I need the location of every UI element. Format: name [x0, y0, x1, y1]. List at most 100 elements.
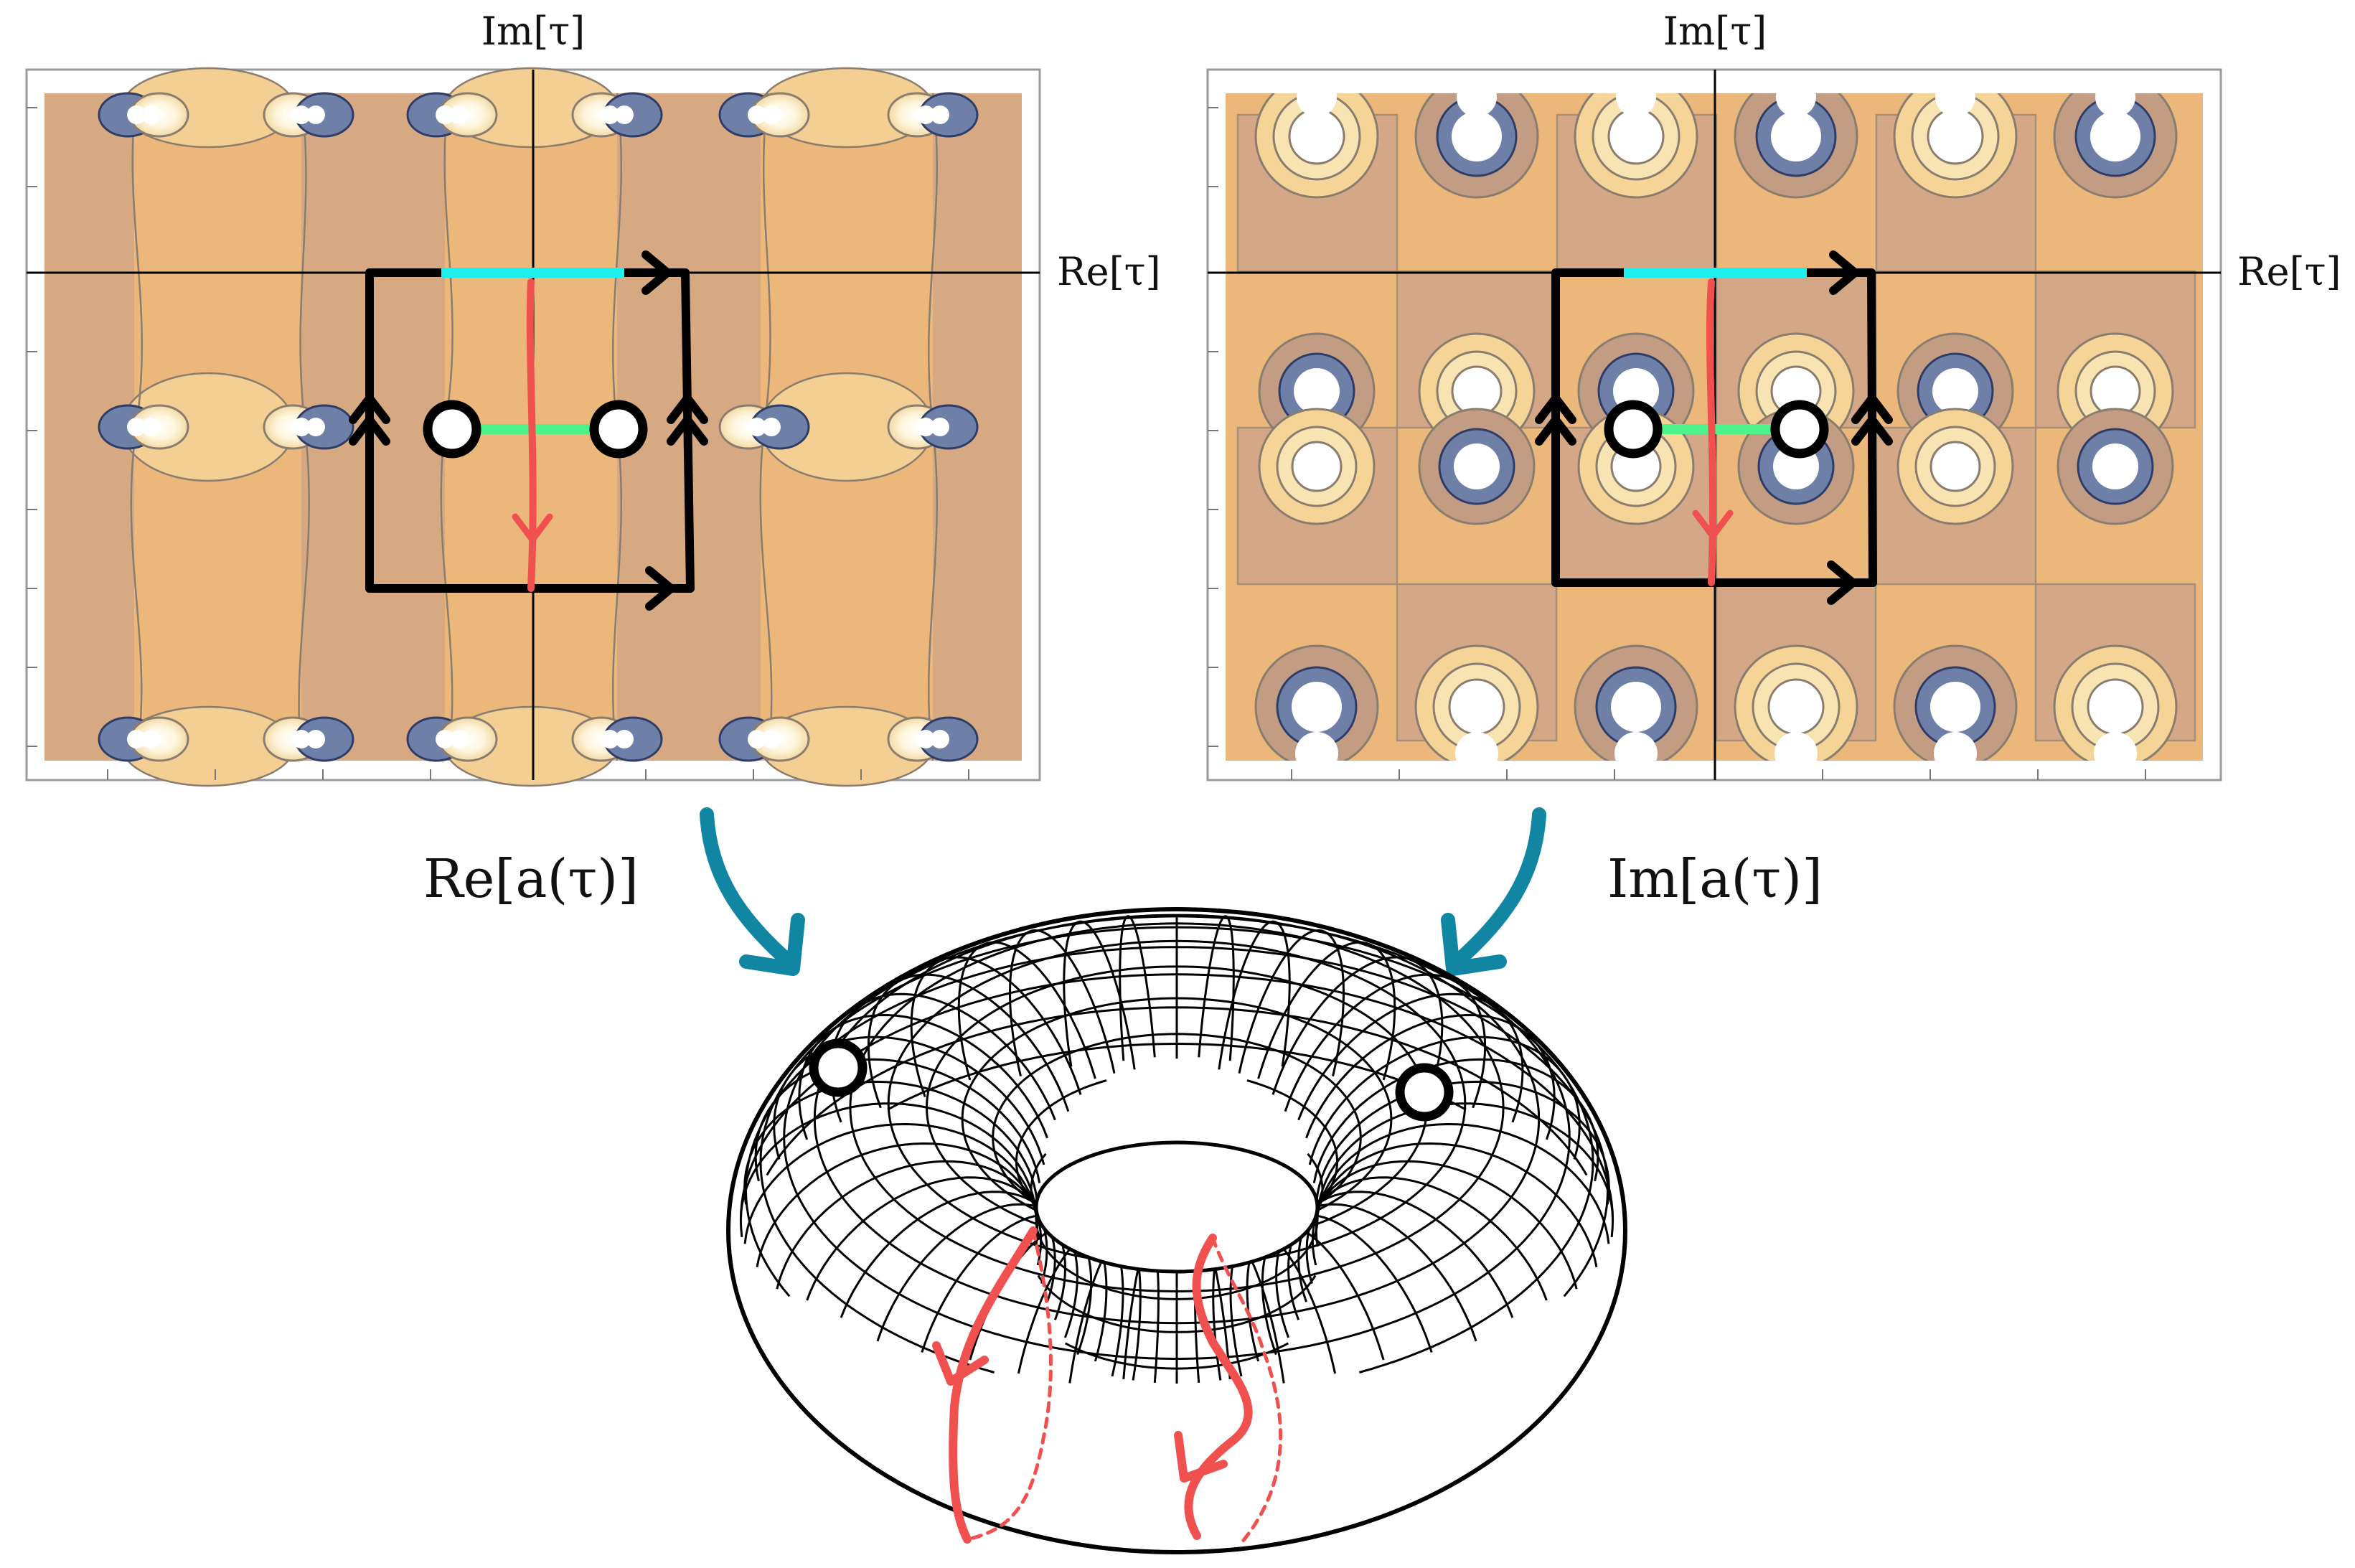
dipole	[98, 716, 189, 762]
torus-grid-line	[1119, 976, 1125, 1061]
left-red-arrowhead	[512, 513, 553, 543]
torus-grid-line	[1246, 1079, 1339, 1162]
right-re-axis-label: Re[τ]	[2237, 249, 2341, 294]
pole	[1574, 644, 1698, 769]
torus-grid-line	[1382, 1007, 1396, 1081]
mapping-arrows	[700, 807, 1546, 976]
left-mapping-arrow	[700, 807, 800, 972]
torus-red-cycle-b-back	[1211, 1236, 1283, 1545]
torus-grid-line	[798, 1097, 809, 1140]
dipole	[718, 92, 810, 138]
torus-grid-line	[1284, 973, 1487, 1112]
torus-grid-line	[1358, 1161, 1594, 1374]
torus-grid-line	[783, 915, 1571, 1361]
torus-hole	[1034, 1140, 1320, 1274]
torus-grid-line	[1065, 1342, 1289, 1370]
dipole	[571, 92, 663, 138]
dipole	[718, 404, 810, 450]
right-pole-rings	[1254, 74, 2178, 775]
pole	[1254, 74, 1379, 199]
right-plot: Im[τ] Re[τ]	[1206, 9, 2341, 781]
torus-grid-line	[1545, 1097, 1556, 1140]
left-right-edge	[681, 268, 695, 593]
right-im-axis-label: Im[τ]	[1663, 9, 1767, 54]
dipole	[887, 716, 979, 762]
dipole	[718, 716, 810, 762]
torus-grid-line	[1563, 1189, 1609, 1297]
left-re-axis-label: Re[τ]	[1057, 249, 1161, 294]
torus-grid-line	[1228, 976, 1235, 1061]
torus-grid-line	[887, 1042, 1467, 1111]
right-right-double-arrow	[1851, 394, 1893, 446]
torus-grid-line	[849, 922, 1505, 1293]
torus-red-cycles	[932, 1226, 1283, 1545]
left-plot: Im[τ] Re[τ]	[25, 9, 1161, 787]
torus-outline	[726, 907, 1627, 1554]
torus-grid-line	[910, 956, 1082, 1095]
left-top-arrow	[641, 250, 672, 295]
torus-grid-line	[957, 1007, 972, 1081]
dipole	[263, 716, 354, 762]
dipole	[263, 404, 354, 450]
left-tick-marks	[27, 107, 969, 780]
torus-grid-line	[1275, 1203, 1477, 1342]
torus-grid-line	[773, 1125, 781, 1160]
torus-grid-line	[1307, 1152, 1324, 1191]
left-right-double-arrow	[667, 394, 708, 446]
right-bottom-arrow	[1827, 560, 1857, 605]
torus-red-arrow-a	[932, 1341, 989, 1386]
pole	[1418, 408, 1536, 525]
pole	[1893, 644, 2018, 769]
right-red-arrowhead	[1692, 510, 1734, 540]
torus-grid-line	[867, 973, 1070, 1112]
left-left-double-arrow	[349, 394, 390, 446]
torus-grid-line	[1035, 1214, 1319, 1300]
torus-grid-line	[744, 946, 1609, 1297]
right-puncture-b	[1770, 400, 1829, 459]
left-puncture-a	[423, 400, 481, 459]
right-puncture-a	[1604, 400, 1663, 459]
dipole	[98, 404, 189, 450]
torus-grid-line	[1511, 1070, 1524, 1123]
pole	[2056, 408, 2174, 525]
right-fundamental-domain	[1535, 250, 1893, 605]
pole	[1896, 408, 2014, 525]
torus-red-cycle-a-back	[965, 1229, 1053, 1541]
pole	[1258, 408, 1376, 525]
torus-red-cycle-a	[949, 1226, 1038, 1544]
pole	[1734, 644, 1858, 769]
left-mapping-arrowhead	[739, 913, 805, 976]
left-im-axis-label: Im[τ]	[481, 9, 586, 54]
torus-grid-line	[743, 1122, 1039, 1247]
torus-grid-line	[1315, 1122, 1610, 1247]
right-right-edge	[1867, 268, 1877, 587]
right-mapping-arrow	[1446, 807, 1546, 972]
torus-grid-line	[867, 1046, 882, 1109]
torus-grid-line	[1610, 1219, 1614, 1238]
pole	[1893, 74, 2018, 199]
dipole	[406, 92, 498, 138]
dipole	[263, 92, 354, 138]
right-tick-marks	[1208, 107, 2146, 780]
pole	[1574, 74, 1698, 199]
torus-grid-line	[876, 1203, 1078, 1342]
torus	[726, 907, 1627, 1554]
torus-grid-line	[1472, 1046, 1487, 1109]
left-bottom-arrow	[645, 566, 675, 611]
torus-puncture-a	[809, 1038, 868, 1097]
torus-grid-line	[1297, 992, 1524, 1121]
torus-grid-line	[759, 926, 1594, 1374]
torus-grid-line	[910, 1025, 926, 1097]
torus-red-arrow-b	[1174, 1431, 1228, 1483]
left-map-label: Re[a(τ)]	[423, 848, 639, 910]
right-map-label: Im[a(τ)]	[1607, 848, 1823, 910]
torus-grid-line	[1037, 1274, 1317, 1333]
pole	[2053, 74, 2178, 199]
torus-grid-line	[887, 939, 1467, 1267]
right-mapping-arrowhead	[1441, 913, 1507, 976]
torus-grid-line	[1594, 1156, 1599, 1182]
torus-grid-line	[1573, 1125, 1581, 1160]
torus-red-cycle-b	[1184, 1234, 1253, 1540]
pole	[2053, 644, 2178, 769]
